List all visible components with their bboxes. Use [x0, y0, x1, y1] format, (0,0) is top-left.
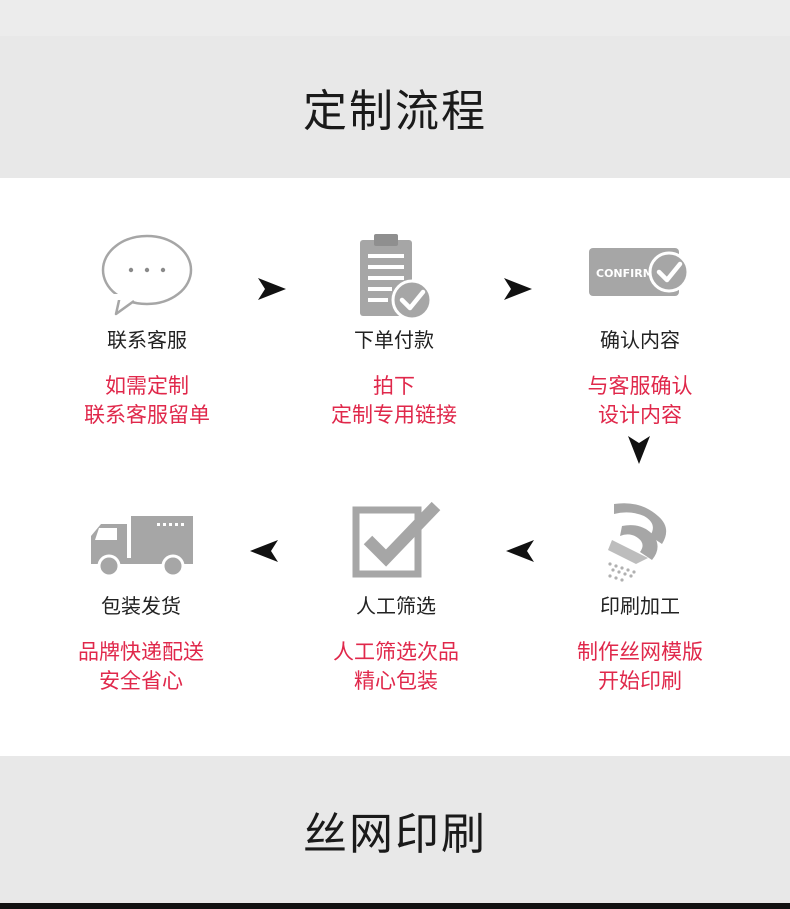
footer-band: 丝网印刷 [0, 756, 790, 903]
bottom-bar [0, 903, 790, 909]
confirm-badge-text: CONFIRM [596, 267, 654, 280]
section-title: 丝网印刷 [303, 808, 487, 860]
step-desc-line1: 品牌快递配送 [78, 640, 204, 664]
step-desc-line2: 安全省心 [99, 669, 183, 693]
confirm-card-icon: CONFIRM [589, 248, 690, 296]
step-label: 包装发货 [101, 594, 181, 618]
arrow-right-icon [258, 278, 286, 300]
step-desc-line1: 如需定制 [105, 374, 189, 398]
step-desc-line2: 定制专用链接 [331, 403, 457, 427]
step-desc-line2: 联系客服留单 [84, 403, 210, 427]
header-band: 定制流程 [0, 36, 790, 178]
step-label: 联系客服 [107, 328, 187, 352]
step-desc-line1: 制作丝网模版 [577, 640, 703, 664]
delivery-truck-icon [91, 516, 193, 578]
chat-bubble-icon [101, 234, 193, 316]
checkbox-icon [352, 501, 441, 578]
step-contact: 联系客服 如需定制 联系客服留单 [47, 230, 247, 490]
step-shipping: 包装发货 品牌快递配送 安全省心 [41, 496, 241, 756]
step-label: 确认内容 [600, 328, 680, 352]
step-label: 印刷加工 [600, 594, 680, 618]
step-desc-line2: 开始印刷 [598, 669, 682, 693]
printing-icon [608, 503, 667, 582]
step-label: 下单付款 [354, 328, 434, 352]
step-desc-line2: 设计内容 [598, 403, 682, 427]
step-desc-line1: 与客服确认 [587, 374, 693, 398]
step-printing: 印刷加工 制作丝网模版 开始印刷 [540, 496, 740, 756]
arrow-left-icon [250, 540, 278, 562]
step-desc-line2: 精心包装 [354, 669, 438, 693]
arrow-right-icon [504, 278, 532, 300]
step-confirm: CONFIRM 确认内容 与客服确认 设计内容 [540, 230, 740, 490]
step-label: 人工筛选 [356, 594, 436, 618]
top-strip [0, 0, 790, 36]
step-desc-line1: 拍下 [373, 374, 415, 398]
page-title: 定制流程 [303, 86, 487, 137]
step-desc-line1: 人工筛选次品 [333, 640, 459, 664]
arrow-left-icon [506, 540, 534, 562]
arrow-down-icon [628, 436, 650, 464]
process-panel: 联系客服 如需定制 联系客服留单 下单付款 拍下 定制专用链接 CONFIRM … [0, 178, 790, 756]
step-order-pay: 下单付款 拍下 定制专用链接 [294, 230, 494, 490]
step-inspection: 人工筛选 人工筛选次品 精心包装 [296, 496, 496, 756]
clipboard-check-icon [360, 234, 433, 321]
